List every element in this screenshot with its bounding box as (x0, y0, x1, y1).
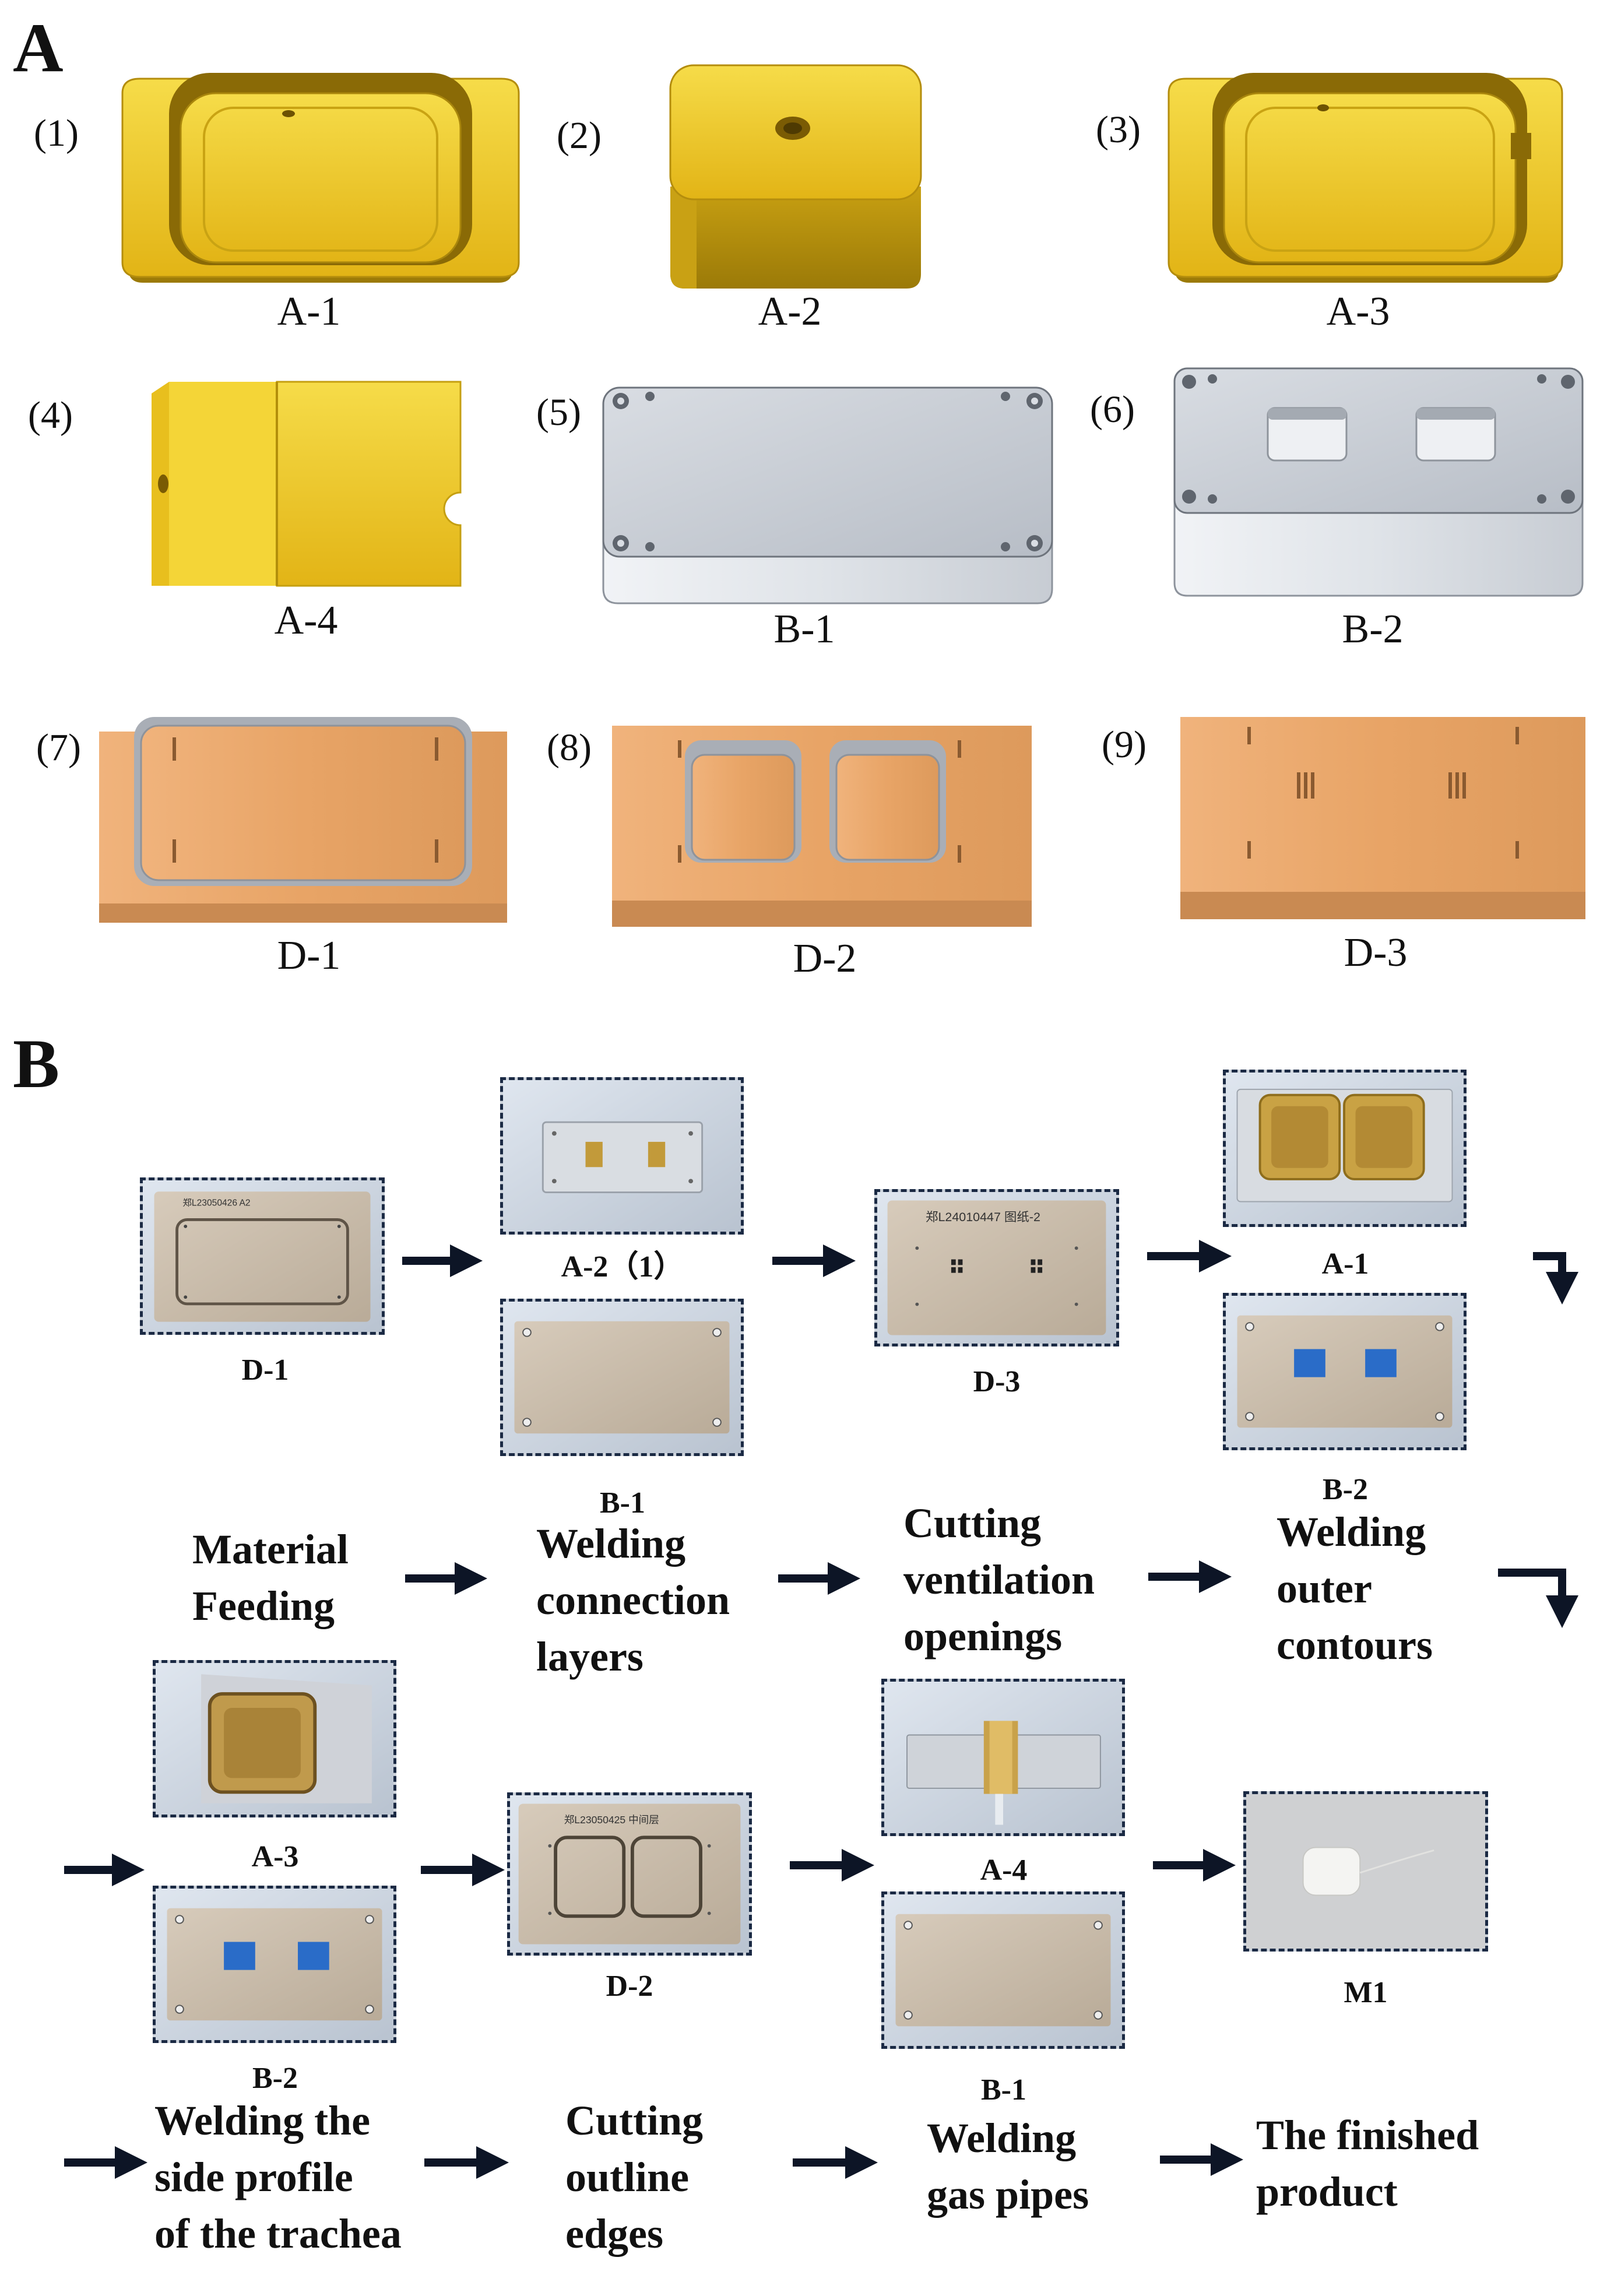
model-label-d1: D-1 (277, 933, 341, 978)
photo-label-b1-top: B-1 (600, 1486, 645, 1520)
model-number-9: (9) (1102, 723, 1147, 766)
photo-label-a2-1: A-2（1） (561, 1250, 684, 1284)
model-label-a1: A-1 (277, 289, 341, 334)
photo-label-a3: A-3 (251, 1840, 299, 1873)
model-number-1: (1) (34, 112, 79, 154)
photo-label-m1: M1 (1344, 1976, 1388, 2009)
model-a2-gold-block (669, 64, 922, 289)
model-b1-steel-plate (602, 386, 1053, 604)
model-number-8: (8) (547, 726, 592, 769)
photo-label-b2-top: B-2 (1323, 1473, 1368, 1506)
photo-b2-top (1223, 1293, 1467, 1450)
panel-label-a: A (13, 9, 64, 86)
photo-label-a4: A-4 (980, 1854, 1028, 1887)
model-number-5: (5) (536, 391, 581, 434)
photo-a1 (1223, 1070, 1467, 1227)
model-number-2: (2) (557, 114, 602, 157)
model-label-a3: A-3 (1326, 289, 1390, 334)
model-a4-gold-plate (152, 381, 462, 587)
model-number-3: (3) (1096, 108, 1141, 151)
model-d1-wood-plate (99, 717, 507, 923)
model-label-b1: B-1 (773, 607, 835, 652)
photo-b1-bottom (881, 1891, 1125, 2049)
photo-label-a1: A-1 (1321, 1247, 1369, 1281)
photo-a4 (881, 1679, 1125, 1836)
photo-d1: 郑L23050426 A2 (140, 1177, 385, 1335)
photo-d2: 郑L23050425 中间层 (507, 1792, 752, 1956)
model-a1-gold-frame (121, 73, 520, 283)
photo-label-d1: D-1 (241, 1353, 289, 1387)
photo-m1 (1243, 1791, 1488, 1952)
photo-b1-top (500, 1299, 744, 1456)
model-label-d3: D-3 (1344, 930, 1408, 975)
model-number-7: (7) (36, 726, 81, 769)
photo-a2-1 (500, 1077, 744, 1235)
photo-a3 (153, 1660, 396, 1817)
photo-d3: 郑L24010447 图纸-2 (874, 1189, 1119, 1346)
photo-label-b2-bottom: B-2 (252, 2062, 298, 2095)
model-label-d2: D-2 (793, 936, 857, 981)
model-number-6: (6) (1090, 388, 1135, 431)
model-label-b2: B-2 (1342, 607, 1404, 652)
photo-d3-plate-code: 郑L24010447 图纸-2 (926, 1210, 1040, 1224)
photo-label-d3: D-3 (973, 1365, 1021, 1398)
model-d3-wood-plate (1180, 717, 1585, 919)
model-a3-gold-frame (1168, 73, 1563, 283)
photo-label-b1-bottom: B-1 (981, 2073, 1026, 2107)
panel-label-b: B (13, 1025, 60, 1102)
photo-d2-plate-code: 郑L23050425 中间层 (564, 1814, 659, 1826)
model-b2-steel-block (1173, 367, 1584, 597)
model-d2-wood-plate (612, 726, 1032, 927)
photo-d1-plate-code: 郑L23050426 A2 (182, 1197, 250, 1208)
photo-b2-bottom (153, 1886, 396, 2043)
photo-label-d2: D-2 (606, 1970, 653, 2003)
model-number-4: (4) (28, 394, 73, 437)
model-label-a4: A-4 (274, 598, 338, 643)
model-label-a2: A-2 (758, 289, 822, 334)
